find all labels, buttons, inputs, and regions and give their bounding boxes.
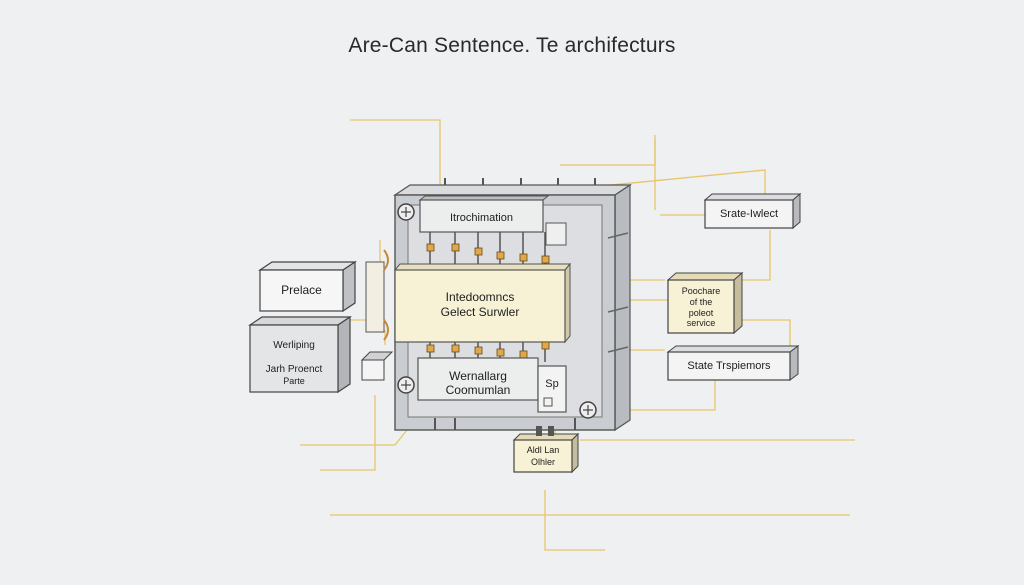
small-bottom-line-2: Olhler — [530, 457, 555, 467]
poochare-line-2: of the — [689, 297, 713, 307]
center-panel-title: Intedoomncs — [445, 290, 515, 304]
werliping-box — [248, 315, 352, 394]
small-bottom-line-1: Aldl Lan — [526, 445, 560, 455]
werliping-subtitle: Jarh Proenct — [265, 364, 323, 375]
top-panel-label: Itrochimation — [450, 212, 513, 224]
prelace-box — [258, 260, 357, 313]
poochare-line-1: Poochare — [681, 286, 721, 296]
poochare-line-4: service — [686, 318, 716, 328]
state-top-label: Srate-Iwlect — [719, 208, 779, 220]
diagram-title: Are-Can Sentence. Te archifecturs — [348, 34, 676, 57]
center-panel-subtitle: Gelect Surwler — [440, 305, 520, 319]
poochare-line-3: poleot — [688, 308, 714, 318]
bottom-panel — [417, 357, 567, 413]
upper-pin-row — [426, 232, 550, 265]
state-bottom-box — [666, 345, 800, 381]
bottom-side-label: Sp — [545, 378, 559, 390]
werliping-title: Werliping — [273, 340, 315, 351]
poochare-box — [666, 271, 744, 335]
top-panel — [418, 195, 567, 246]
prelace-label: Prelace — [281, 283, 322, 297]
small-left-box — [360, 351, 394, 381]
bottom-panel-title: Wernallarg — [449, 369, 507, 383]
center-panel — [393, 262, 572, 344]
small-bottom-box — [512, 426, 580, 474]
bottom-panel-subtitle: Coomumlan — [445, 383, 511, 397]
werliping-subtitle-2: Parte — [283, 376, 305, 386]
state-top-box — [703, 192, 802, 230]
left-connector — [365, 249, 389, 341]
state-bottom-label: State Trspiemors — [687, 360, 771, 372]
